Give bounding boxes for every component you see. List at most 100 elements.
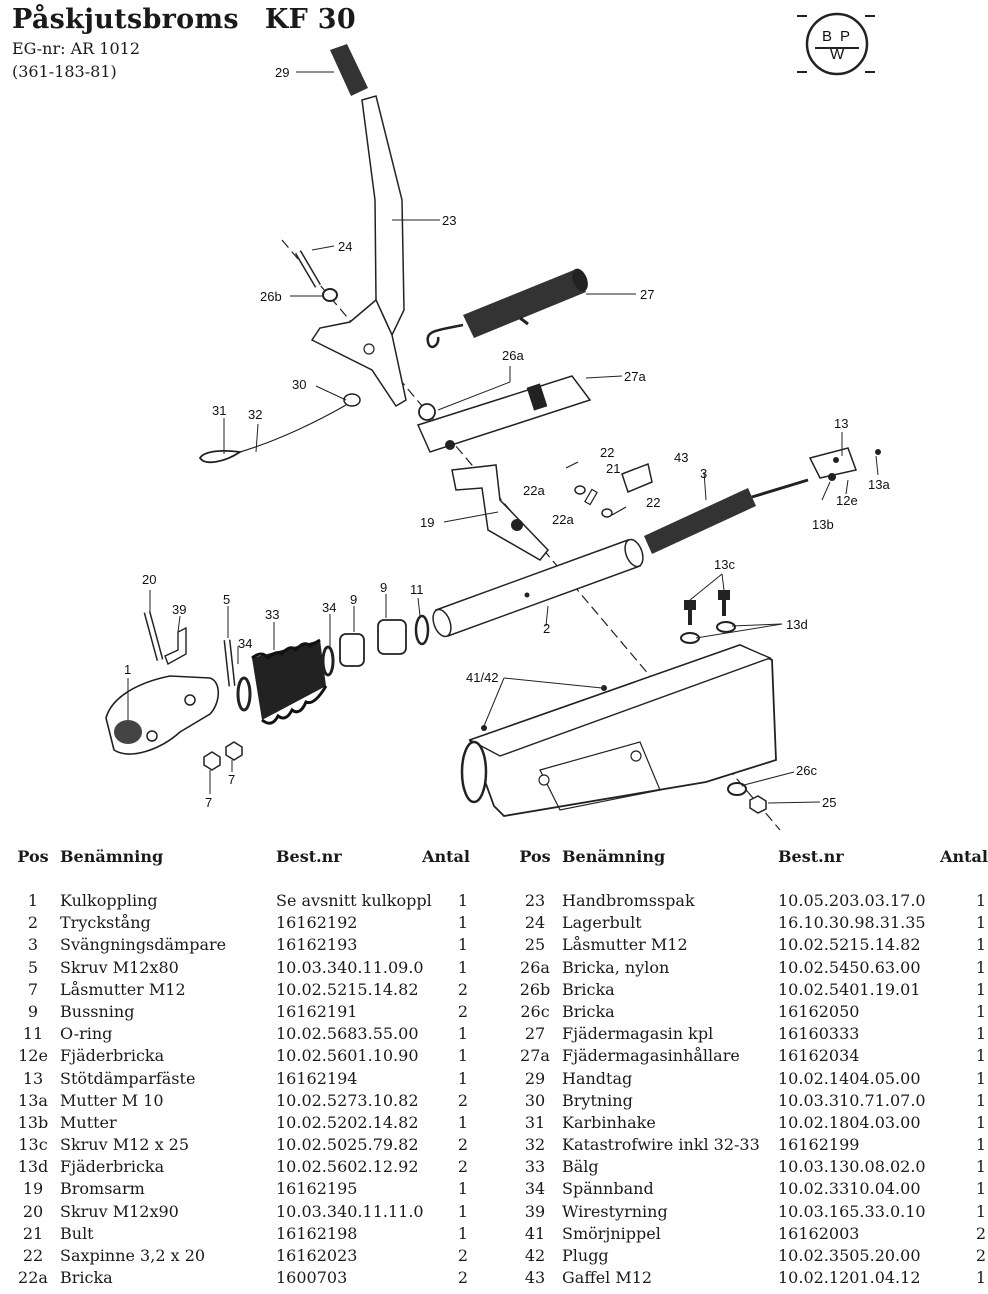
shock-absorber — [644, 478, 809, 554]
part-name: Bricka — [562, 979, 615, 999]
part-number: 16162199 — [778, 1135, 860, 1155]
part-qty: 2 — [457, 1001, 468, 1021]
callout-label: 13c — [714, 557, 735, 572]
part-number: 16162003 — [778, 1223, 860, 1243]
callout-label: 7 — [228, 772, 235, 787]
spring-holder — [416, 375, 592, 453]
callout-labels: 29 23 24 26b 27 26a 27a 30 31 32 13 13a … — [124, 65, 890, 810]
callout-label: 25 — [822, 795, 836, 810]
part-pos: 30 — [524, 1090, 546, 1110]
part-qty: 1 — [975, 1268, 986, 1288]
part-pos: 43 — [524, 1268, 546, 1288]
svg-text:B: B — [822, 28, 832, 45]
callout-label: 23 — [442, 213, 456, 228]
part-qty: 1 — [975, 1179, 986, 1199]
handle-grip — [330, 44, 368, 96]
callout-label: 43 — [674, 450, 688, 465]
part-pos: 26c — [520, 1001, 550, 1021]
part-pos: 2 — [27, 913, 39, 933]
part-number: 10.03.340.11.11.0 — [276, 1201, 424, 1221]
part-qty: 1 — [457, 935, 468, 955]
callout-label: 26b — [260, 289, 282, 304]
header-pos: Pos — [519, 847, 551, 866]
part-number: 10.02.1404.05.00 — [778, 1068, 921, 1088]
part-name: Bälg — [562, 1157, 599, 1177]
part-number: Se avsnitt kulkoppl — [276, 891, 432, 910]
part-name: Skruv M12 x 25 — [60, 1135, 190, 1155]
part-pos: 41 — [524, 1223, 546, 1243]
part-qty: 1 — [457, 1112, 468, 1132]
part-name: Bricka, nylon — [562, 957, 670, 977]
part-name: Bult — [60, 1223, 94, 1243]
part-pos: 26a — [520, 957, 550, 977]
part-pos: 26b — [519, 979, 551, 999]
part-number: 10.02.3310.04.00 — [778, 1179, 921, 1199]
part-number: 10.02.5215.14.82 — [276, 979, 419, 999]
part-number: 10.02.5025.79.82 — [276, 1135, 419, 1155]
o-ring — [414, 614, 430, 646]
bearing-bolt — [294, 250, 338, 302]
part-name: Karbinhake — [562, 1112, 656, 1132]
part-name: O-ring — [60, 1024, 113, 1044]
part-name: Svängningsdämpare — [60, 935, 227, 955]
part-pos: 13 — [22, 1068, 44, 1088]
part-number: 10.02.5450.63.00 — [778, 957, 921, 977]
part-name: Bricka — [562, 1001, 615, 1021]
part-number: 16162191 — [276, 1001, 358, 1021]
brake-arm — [451, 464, 549, 561]
callout-label: 13d — [786, 617, 808, 632]
part-number: 10.03.340.11.09.0 — [276, 957, 424, 977]
part-name: Fjäderbricka — [60, 1157, 165, 1177]
part-pos: 19 — [22, 1179, 44, 1199]
svg-text:W: W — [830, 46, 845, 63]
part-pos: 13a — [18, 1090, 48, 1110]
header-nr: Best.nr — [778, 847, 844, 866]
part-qty: 1 — [975, 1135, 986, 1155]
part-number: 10.02.1201.04.12 — [778, 1268, 921, 1288]
callout-label: 13b — [812, 517, 834, 532]
spring-assembly — [426, 268, 588, 349]
part-name: Smörjnippel — [562, 1223, 661, 1243]
part-qty: 2 — [457, 1157, 468, 1177]
part-pos: 13b — [17, 1112, 49, 1132]
part-pos: 20 — [22, 1201, 44, 1221]
part-pos: 25 — [524, 935, 546, 955]
callout-label: 9 — [350, 592, 357, 607]
part-name: Mutter — [60, 1112, 117, 1132]
part-number: 16162192 — [276, 913, 358, 933]
part-name: Kulkoppling — [60, 891, 158, 910]
part-name: Låsmutter M12 — [60, 979, 186, 999]
part-number: 16162198 — [276, 1223, 358, 1243]
header-name: Benämning — [60, 847, 164, 866]
handbrake-lever — [310, 95, 407, 408]
part-qty: 1 — [457, 957, 468, 977]
part-qty: 1 — [457, 891, 468, 910]
coupling-housing — [460, 644, 777, 817]
header-nr: Best.nr — [276, 847, 342, 866]
part-qty: 1 — [975, 1046, 986, 1066]
table-header: Pos Benämning Best.nr Antal — [10, 846, 470, 870]
callout-label: 27 — [640, 287, 654, 302]
callout-label: 33 — [265, 607, 279, 622]
callout-label: 5 — [223, 592, 230, 607]
header-name: Benämning — [562, 847, 666, 866]
part-pos: 33 — [524, 1157, 546, 1177]
part-name: Handbromsspak — [562, 891, 695, 910]
